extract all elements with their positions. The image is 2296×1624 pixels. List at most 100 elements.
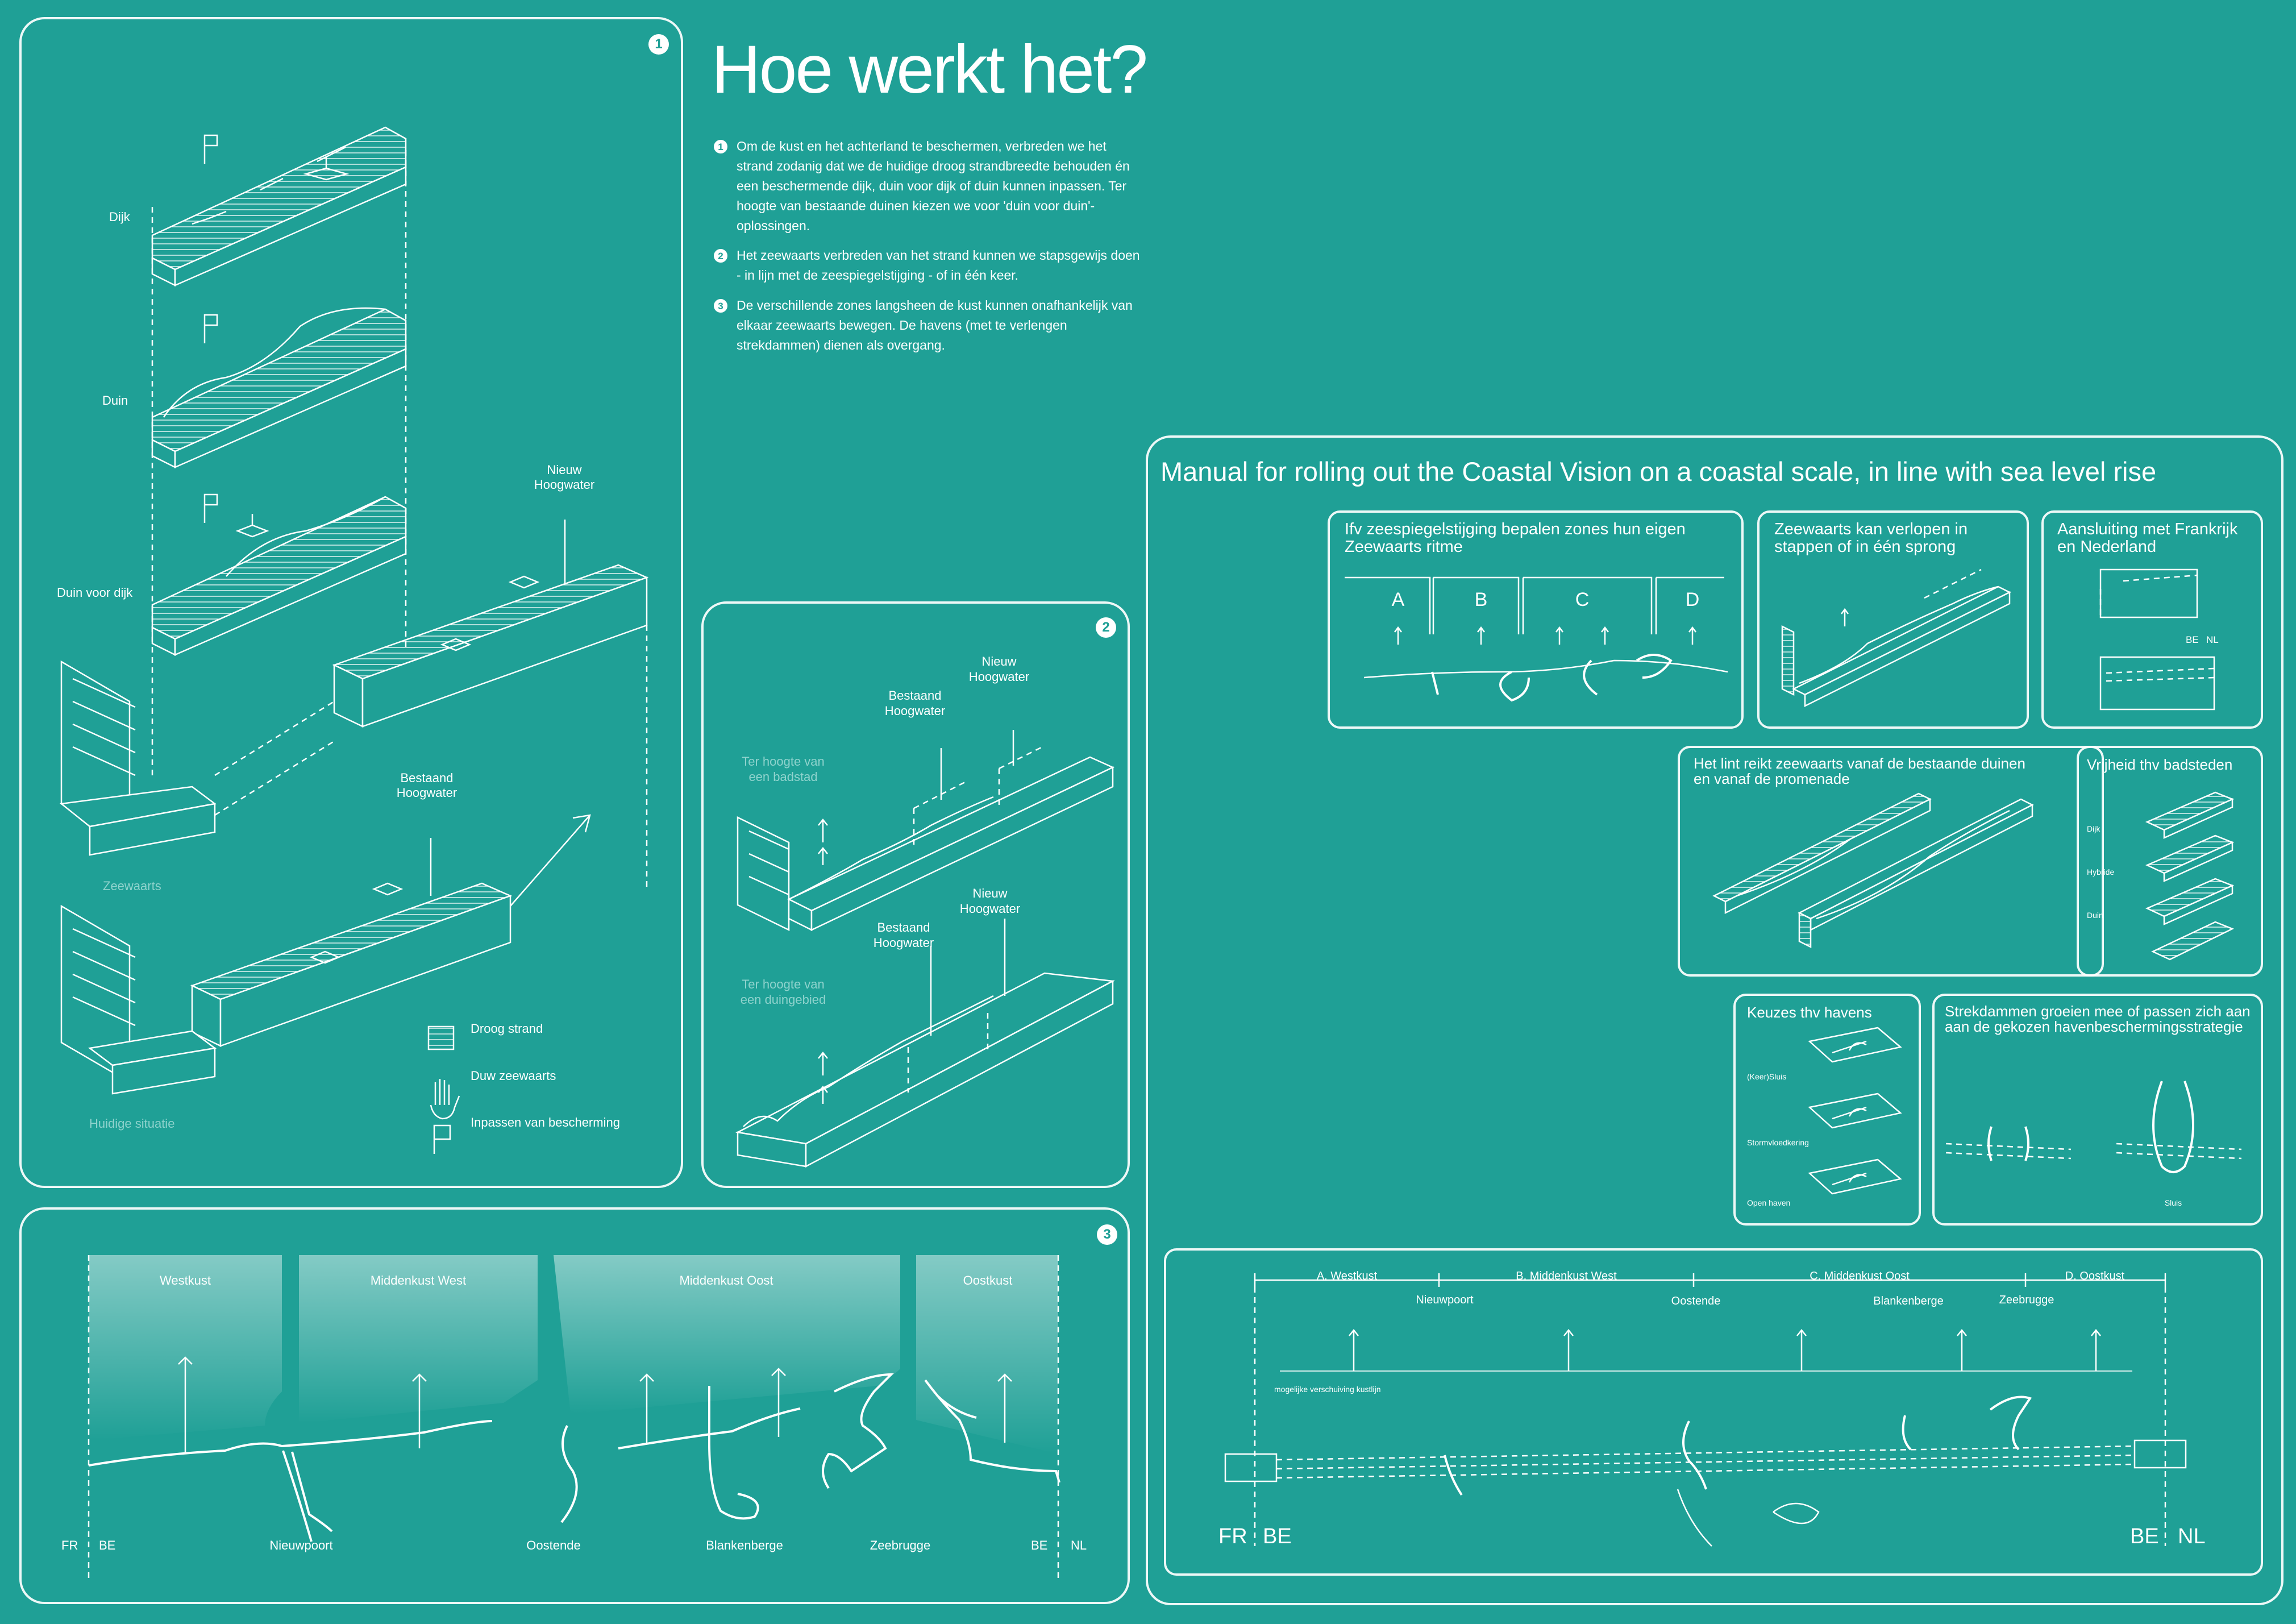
zone-letter: A [1391,589,1405,610]
step-number: 1 [714,140,727,153]
intro-text: De verschillende zones langsheen de kust… [737,298,1133,352]
intro-item-3: 3 De verschillende zones langsheen de ku… [714,296,1146,355]
option-label: Hybride [2087,867,2115,877]
border-label: BE [1263,1525,1292,1548]
place-label: Zeebrugge [870,1538,931,1552]
border-label: NL [2178,1525,2206,1548]
label-bestaand-hoogwater: Bestaand Hoogwater [884,688,946,718]
option-label: (Keer)Sluis [1747,1072,1787,1081]
border-label: BE [2130,1525,2159,1548]
card-title: Keuzes thv havens [1747,1004,1872,1021]
label-huidige-situatie: Huidige situatie [89,1116,175,1131]
panel-stepwise: 2 Ter hoogte van een badstad Bestaand Ho… [701,601,1130,1188]
card-keuzes: Keuzes thv havens (Keer)Sluis Stormvloed… [1733,994,1921,1226]
card-title: Aansluiting met Frankrijk en Nederland [2057,520,2238,556]
intro-item-2: 2 Het zeewaarts verbreden van het strand… [714,246,1146,285]
card-strekdammen: Strekdammen groeien mee of passen zich a… [1932,994,2263,1226]
manual-title: Manual for rolling out the Coastal Visio… [1161,456,2157,487]
card-zones: Ifv zeespiegelstijging bepalen zones hun… [1328,510,1744,729]
place-label: Nieuwpoort [269,1538,333,1552]
building-zeewaarts [61,662,215,855]
label-duin: Duin [102,393,128,408]
card-title: Vrijheid thv badsteden [2087,756,2233,773]
lint-drawing [1680,748,2102,974]
border-label: BE [1031,1538,1048,1552]
principle-drawing [22,19,681,1186]
border-label: NL [2206,634,2219,645]
option-label: Open haven [1747,1198,1791,1207]
panel-number: 2 [1096,617,1116,638]
card-steps: Zeewaarts kan verlopen in stappen of in … [1757,510,2029,729]
strekdammen-caption: Sluis [2164,1198,2182,1207]
panel-manual [1146,435,2283,1605]
label-duin-voor-dijk: Duin voor dijk [57,585,133,600]
coast-zones-drawing [22,1255,1128,1602]
aansluiting-drawing [2044,513,2261,726]
label-nieuw-hoogwater: Nieuw Hoogwater [534,463,595,492]
zone-label: Westkust [159,1273,211,1287]
place-label: Oostende [526,1538,581,1552]
card-title: Ifv zeespiegelstijging bepalen zones hun… [1345,520,1686,556]
panel-principle: 1 [19,17,683,1188]
overview-zone: C. Middenkust Oost [1810,1270,1910,1282]
label-nieuw-hoogwater: Nieuw Hoogwater [959,886,1021,916]
overview-place: Oostende [1671,1295,1721,1307]
card-title: Het lint reikt zeewaarts vanaf de bestaa… [1694,755,2025,787]
page-title: Hoe werkt het? [712,31,1148,107]
overview-place: Blankenberge [1873,1295,1944,1307]
intro-item-1: 1 Om de kust en het achterland te besche… [714,136,1146,236]
overview-place: Nieuwpoort [1416,1294,1474,1306]
legend-label: Droog strand [471,1021,543,1036]
border-label: FR [61,1538,78,1552]
border-label: BE [2186,634,2199,645]
overview-zone: D. Oostkust [2065,1270,2125,1282]
legend-label: Duw zeewaarts [471,1069,556,1083]
zone-label: Oostkust [963,1273,1013,1287]
stepwise-drawing [704,604,1128,1186]
push-hand-icon [431,1079,459,1119]
legend-label: Inpassen van bescherming [471,1115,620,1129]
panel-number: 1 [648,34,669,55]
keuzes-drawing [1736,996,1919,1223]
overview-zone: A. Westkust [1316,1270,1378,1282]
label-zeewaarts: Zeewaarts [103,879,161,893]
card-lint: Het lint reikt zeewaarts vanaf de bestaa… [1678,746,2104,977]
label-bestaand-hoogwater: Bestaand Hoogwater [873,920,934,950]
overview-place: Zeebrugge [1999,1294,2054,1306]
option-label: Stormvloedkering [1747,1138,1809,1147]
border-label: NL [1071,1538,1087,1552]
card-title: Zeewaarts kan verlopen in stappen of in … [1774,520,1968,556]
zone-label: Middenkust Oost [679,1273,773,1287]
overview-drawing [1166,1251,2261,1573]
label-badstad: Ter hoogte van een badstad [742,754,825,784]
flag-icon [434,1125,450,1154]
zone-letter: D [1685,589,1700,610]
label-dijk: Dijk [109,210,130,224]
border-label: FR [1218,1525,1247,1548]
overview-zone: B. Middenkust West [1516,1270,1617,1282]
card-aansluiting: Aansluiting met Frankrijk en Nederland B… [2041,510,2263,729]
panel-coast-zones: 3 Westkust Middenkust West Middenkust Oo… [19,1207,1130,1604]
block-dijk [152,127,406,285]
label-bestaand-hoogwater: Bestaand Hoogwater [396,771,457,800]
card-title: Strekdammen groeien mee of passen zich a… [1945,1003,2251,1035]
card-vrijheid: Vrijheid thv badsteden Dijk Hybride Duin [2077,746,2263,977]
label-duingebied: Ter hoogte van een duingebied [740,977,826,1007]
intro-text: Om de kust en het achterland te bescherm… [737,139,1130,233]
zone-letter: C [1575,589,1590,610]
steps-drawing [1760,513,2027,726]
strekdammen-drawing [1935,996,2261,1223]
place-label: Blankenberge [706,1538,783,1552]
panel-number: 3 [1097,1224,1117,1245]
card-overview: A. Westkust B. Middenkust West C. Midden… [1164,1248,2263,1576]
overview-note: mogelijke verschuiving kustlijn [1274,1385,1381,1394]
option-label: Duin [2087,911,2103,920]
border-label: BE [99,1538,116,1552]
zone-label: Middenkust West [370,1273,467,1287]
step-number: 2 [714,249,727,263]
zones-drawing [1330,513,1741,726]
block-duin [152,308,406,467]
vrijheid-drawing [2079,748,2261,974]
droog-strand-icon [429,1027,454,1049]
block-huidig [192,815,590,1046]
